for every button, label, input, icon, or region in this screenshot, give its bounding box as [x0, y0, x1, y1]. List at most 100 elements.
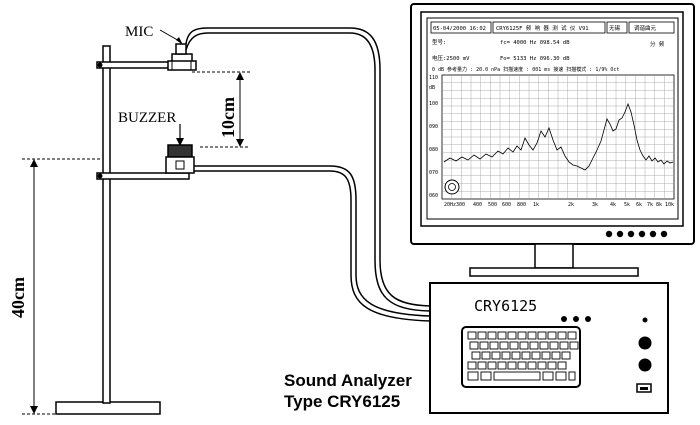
- keyboard-key: [509, 341, 519, 350]
- response-curve: [443, 102, 674, 171]
- dimension-10cm-label: 10cm: [218, 97, 238, 138]
- y-tick: 110: [429, 75, 438, 81]
- x-tick: 600: [502, 202, 511, 208]
- analyzer-model-label: CRY6125: [474, 297, 537, 315]
- indicator-led: [561, 316, 567, 322]
- keyboard-key: [517, 361, 527, 370]
- keyboard-key: [511, 351, 521, 360]
- keyboard-key: [477, 331, 487, 340]
- screen-row3: 0 dB 参考量力 : 20.0 nPa 扫描速度 : 001 ms 接速 扫描…: [432, 66, 619, 73]
- knob-lower-icon: [638, 358, 652, 372]
- keyboard-key: [559, 341, 569, 350]
- y-tick: dB: [429, 85, 435, 91]
- keyboard-key: [569, 341, 579, 350]
- keyboard-key: [501, 351, 511, 360]
- keyboard-key: [471, 351, 481, 360]
- keyboard-key: [537, 361, 547, 370]
- keyboard-key: [561, 351, 571, 360]
- x-tick: 6k: [636, 202, 642, 208]
- screen-row1-right: 分 频: [650, 40, 665, 48]
- keyboard-key: [467, 331, 477, 340]
- x-tick: 3k: [592, 202, 598, 208]
- monitor-button[interactable]: [627, 230, 635, 238]
- keyboard-key: [547, 331, 557, 340]
- monitor-button[interactable]: [660, 230, 668, 238]
- dimension-40cm-label: 40cm: [8, 277, 28, 318]
- keyboard-key: [549, 341, 559, 350]
- keyboard-key: [467, 371, 479, 381]
- keyboard-key: [487, 361, 497, 370]
- caption-line-2: Type CRY6125: [284, 392, 400, 411]
- dimension-10cm: [192, 71, 250, 148]
- x-tick: 1k: [533, 202, 539, 208]
- microphone: [159, 29, 197, 71]
- y-tick: 070: [429, 170, 438, 176]
- keyboard-key: [507, 361, 517, 370]
- monitor-button[interactable]: [616, 230, 624, 238]
- keyboard-key: [497, 331, 507, 340]
- keyboard-key: [519, 341, 529, 350]
- keyboard-key: [467, 361, 477, 370]
- keyboard-key: [479, 341, 489, 350]
- keyboard-key: [507, 331, 517, 340]
- x-tick: 5k: [624, 202, 630, 208]
- keyboard-key: [568, 371, 576, 381]
- buzzer: [165, 124, 195, 174]
- x-tick: 500: [488, 202, 497, 208]
- buzzer-label: BUZZER: [118, 110, 176, 126]
- screen-row1-left: 型号:: [432, 38, 446, 46]
- monitor-button[interactable]: [638, 230, 646, 238]
- monitor-button[interactable]: [605, 230, 613, 238]
- keyboard-key: [499, 341, 509, 350]
- stand-pole: [102, 45, 111, 404]
- logo-icon: [444, 179, 460, 195]
- x-tick: 800: [517, 202, 526, 208]
- keyboard-key: [567, 331, 577, 340]
- keyboard-key: [551, 351, 561, 360]
- analyzer-unit: CRY6125: [429, 282, 669, 414]
- keyboard-key: [493, 371, 541, 381]
- mic-label: MIC: [125, 24, 153, 40]
- keyboard-key: [541, 351, 551, 360]
- lower-arm: [96, 172, 190, 180]
- x-tick: 20Hz: [444, 202, 456, 208]
- keyboard-key: [537, 331, 547, 340]
- keyboard-key: [527, 361, 537, 370]
- keyboard-key: [557, 361, 567, 370]
- monitor-button[interactable]: [649, 230, 657, 238]
- keyboard-key: [477, 361, 487, 370]
- stand: [55, 45, 190, 415]
- monitor-neck: [534, 243, 574, 269]
- x-tick: 4k: [610, 202, 616, 208]
- plot-y-ticks: 110 dB 100 090 080 070 060: [429, 75, 438, 199]
- keyboard-key: [517, 331, 527, 340]
- keyboard-key: [481, 351, 491, 360]
- knob-upper-icon: [638, 336, 652, 350]
- screen-header-date: 05-04/2000 16:02: [433, 26, 486, 32]
- y-tick: 080: [429, 147, 438, 153]
- y-tick: 090: [429, 124, 438, 130]
- small-dot-icon: [642, 317, 648, 323]
- keyboard-key: [489, 341, 499, 350]
- stand-base: [55, 401, 161, 415]
- plot-grid: [442, 75, 674, 199]
- keyboard-key: [547, 361, 557, 370]
- keyboard-key: [555, 371, 567, 381]
- keyboard-key: [557, 331, 567, 340]
- screen-row2-left: 电压:2500 mV: [432, 54, 470, 62]
- x-tick: 8k: [656, 202, 662, 208]
- keyboard-key: [491, 351, 501, 360]
- screen-header: 05-04/2000 16:02 CRY6125F 频 响 器 测 试 仪 V9…: [430, 21, 675, 73]
- x-tick: 300: [456, 202, 465, 208]
- y-tick: 100: [429, 101, 438, 107]
- keyboard-key: [480, 371, 492, 381]
- indicator-led: [585, 316, 591, 322]
- screen-header-place: 无锡: [609, 24, 621, 32]
- x-tick: 2k: [568, 202, 574, 208]
- keyboard: [461, 326, 581, 388]
- screen-header-mode: 调谐曲元: [634, 24, 657, 32]
- screen-row2-mid: Fo= 5133 Hz 096.30 dB: [500, 56, 570, 62]
